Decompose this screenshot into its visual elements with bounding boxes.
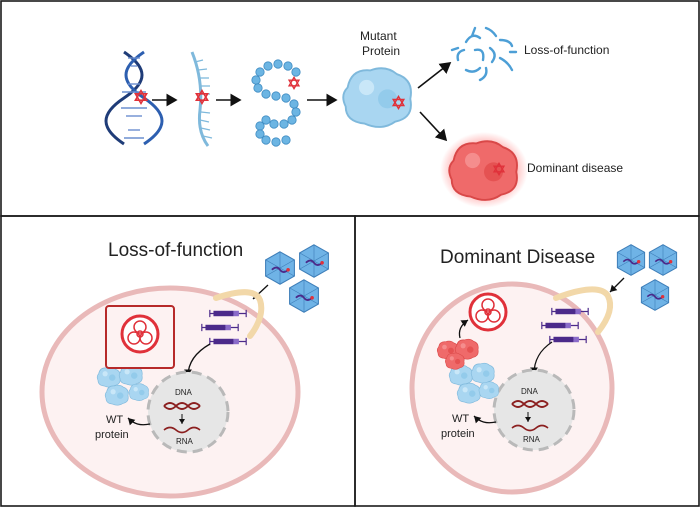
mutation-star-icon	[288, 76, 300, 90]
amino-acid-bead	[255, 67, 265, 77]
biohazard-icon	[468, 292, 508, 332]
vector-entry-channel	[213, 289, 265, 339]
amino-acid-bead	[251, 75, 261, 85]
dna-helix-icon	[104, 50, 164, 146]
amino-acid-bead	[289, 99, 299, 109]
amino-acid-bead	[271, 137, 281, 147]
arrow-nucleus-to-protein	[127, 417, 151, 426]
virus-cluster	[616, 243, 678, 312]
virus-icon	[298, 243, 330, 279]
vector-entry-channel	[553, 286, 614, 335]
amino-acid-bead	[255, 129, 265, 139]
biohazard-icon	[120, 314, 160, 354]
amino-acid-bead	[279, 119, 289, 129]
nucleus	[146, 370, 230, 454]
arrow-nucleus-to-protein	[473, 415, 497, 424]
amino-acid-bead	[271, 91, 281, 101]
virus-icon	[264, 250, 296, 286]
virus-cluster	[264, 243, 330, 314]
amino-acid-bead	[261, 115, 271, 125]
amino-acid-bead	[291, 67, 301, 77]
wt-protein-icon	[128, 383, 149, 401]
amino-acid-bead	[273, 59, 283, 69]
wt-label: WT	[106, 414, 123, 426]
virus-icon	[648, 243, 678, 277]
right-panel-frame	[354, 215, 700, 507]
amino-acid-bead	[263, 61, 273, 71]
amino-acid-bead	[283, 61, 293, 71]
arrow-to-dominant-disease	[419, 111, 448, 142]
arrow-to-loss-of-function	[417, 62, 452, 89]
rna-strand-icon	[511, 424, 549, 432]
mutant-protein-label-line1: Mutant	[360, 29, 397, 43]
disease-protein-icon	[445, 352, 465, 370]
virus-icon	[640, 278, 670, 312]
wt-protein-icon	[470, 362, 495, 384]
protein-label: protein	[95, 429, 129, 441]
dominant-disease-label: Dominant disease	[527, 161, 623, 175]
amino-acid-bead	[261, 135, 271, 145]
wt-protein-icon	[478, 381, 499, 399]
amino-acid-bead	[281, 135, 291, 145]
arrow-virus-to-cell	[609, 277, 625, 293]
wt-label: WT	[452, 413, 469, 425]
virus-icon	[616, 243, 646, 277]
arrow-disease-to-biohazard	[458, 319, 469, 339]
right-panel-title: Dominant Disease	[440, 247, 595, 268]
disease-protein-icon	[448, 140, 518, 201]
left-panel-title: Loss-of-function	[108, 240, 243, 261]
amino-acid-chain-icon	[251, 59, 301, 147]
amino-acid-bead	[253, 83, 263, 93]
loss-of-function-label: Loss-of-function	[524, 43, 609, 57]
amino-acid-bead	[261, 89, 271, 99]
mutant-protein-label-line2: Protein	[362, 44, 400, 58]
amino-acid-bead	[287, 115, 297, 125]
dna-label: DNA	[175, 388, 193, 397]
dna-label: DNA	[521, 387, 539, 396]
rna-strand-icon	[163, 426, 201, 434]
rna-label: RNA	[523, 435, 541, 444]
wt-protein-icon	[104, 384, 129, 406]
virus-icon	[288, 278, 320, 314]
protein-label: protein	[441, 428, 475, 440]
nucleus	[492, 368, 576, 452]
rna-strand-icon	[190, 51, 213, 147]
fragmented-protein-icon	[450, 26, 518, 82]
dna-strand-icon	[163, 402, 201, 410]
amino-acid-bead	[291, 107, 301, 117]
mutant-protein-icon	[342, 67, 413, 129]
wt-protein-icon	[456, 382, 481, 404]
amino-acid-bead	[269, 119, 279, 129]
dna-strand-icon	[511, 400, 549, 408]
amino-acid-bead	[281, 93, 291, 103]
amino-acid-bead	[255, 121, 265, 131]
wt-protein-icon	[96, 366, 121, 388]
rna-label: RNA	[176, 437, 194, 446]
